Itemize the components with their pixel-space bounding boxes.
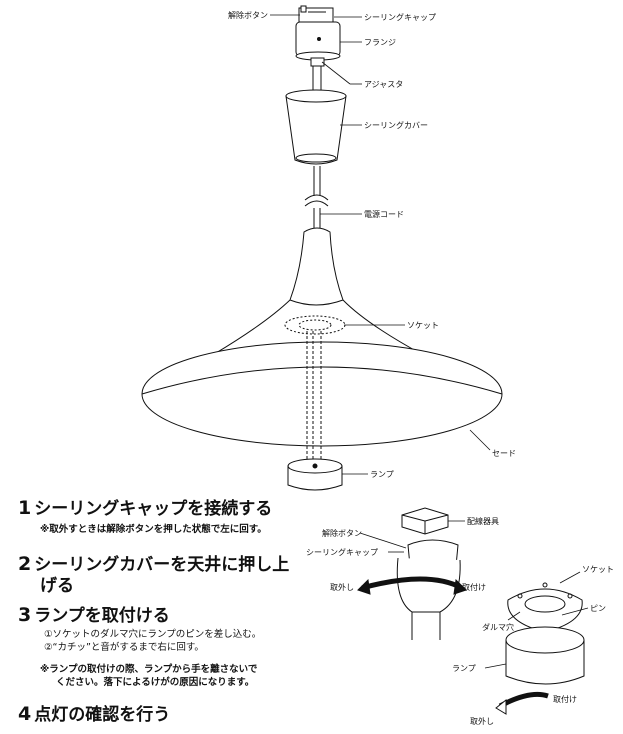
- socket-detail: [507, 571, 589, 633]
- guide-lines: [306, 331, 322, 462]
- label-socket-detail: ソケット: [582, 565, 614, 574]
- label-adjuster: アジャスタ: [364, 80, 403, 89]
- step-3-note-1: ※ランプの取付けの際、ランプから手を離さないで: [40, 664, 258, 675]
- label-wiring-device: 配線器具: [467, 516, 499, 526]
- shade: [141, 227, 503, 447]
- rotate-arrow: [361, 576, 464, 591]
- step-3-number: 3: [18, 604, 32, 626]
- wiring-device: [401, 507, 465, 535]
- label-attach: 取付け: [462, 582, 486, 592]
- label-ceiling-cap-detail: シーリングキャップ: [306, 547, 378, 557]
- label-power-cord: 電源コード: [364, 210, 404, 219]
- step-2-number: 2: [18, 553, 32, 575]
- leader-lines: [270, 14, 491, 475]
- step-4-text: 点灯の確認を行う: [34, 705, 171, 725]
- flange: [295, 21, 341, 61]
- step-1-text: シーリングキャップを接続する: [34, 499, 273, 519]
- label-lamp: ランプ: [370, 470, 394, 479]
- ceiling-cover: [285, 89, 347, 165]
- label-shade: セード: [492, 449, 516, 458]
- step-3-text: ランプを取付ける: [34, 606, 170, 626]
- step-2-text-line2: げる: [40, 576, 74, 596]
- step-1-note: ※取外すときは解除ボタンを押した状態で左に回す。: [40, 524, 267, 535]
- label-socket: ソケット: [407, 321, 439, 330]
- hand-cap-detail: [359, 532, 461, 640]
- step-1-number: 1: [18, 497, 32, 519]
- step-3-line-1: ①ソケットのダルマ穴にランプのピンを差し込む。: [44, 629, 262, 640]
- label-attach-2: 取付け: [553, 694, 577, 704]
- label-ceiling-cap: シーリングキャップ: [364, 12, 436, 22]
- lamp: [287, 458, 343, 491]
- step-3-line-2: ②“カチッ”と音がするまで右に回す。: [44, 642, 204, 653]
- lamp-detail: [484, 626, 585, 685]
- label-remove-2: 取外し: [470, 716, 494, 726]
- label-lamp-detail: ランプ: [452, 664, 476, 673]
- label-pin: ピン: [590, 604, 606, 613]
- adjuster: [310, 57, 325, 92]
- power-cord: [304, 166, 329, 232]
- label-flange: フランジ: [364, 38, 396, 47]
- label-release-button: 解除ボタン: [228, 10, 268, 20]
- label-release-button-detail: 解除ボタン: [322, 528, 362, 538]
- label-daruma-hole: ダルマ穴: [482, 622, 514, 632]
- rotate-arrow-2: [498, 691, 549, 709]
- label-ceiling-cover: シーリングカバー: [364, 120, 428, 130]
- step-2-text: シーリングカバーを天井に押し上: [34, 555, 290, 575]
- step-4-number: 4: [18, 703, 32, 725]
- label-remove: 取外し: [330, 582, 354, 592]
- ceiling-cap: [298, 5, 334, 23]
- step-3-note-2: ください。落下によるけがの原因になります。: [56, 677, 255, 688]
